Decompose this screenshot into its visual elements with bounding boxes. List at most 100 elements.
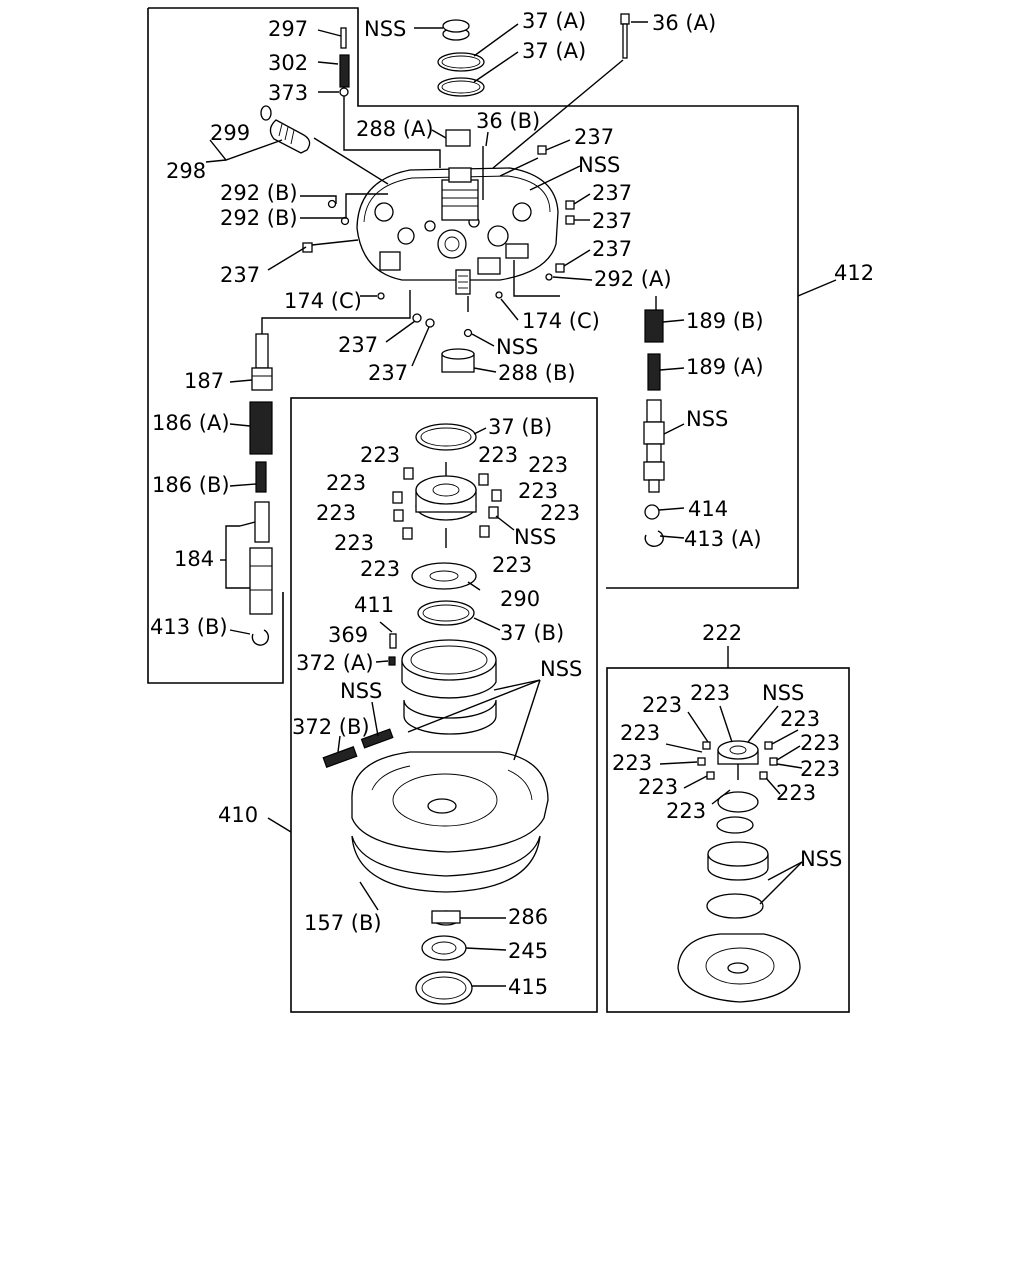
seal-ring-37a [437, 52, 485, 97]
seal-245 [421, 935, 467, 961]
label-37a-1: 37 (A) [522, 9, 586, 33]
label-373: 373 [268, 81, 308, 105]
bolt-36a [620, 13, 630, 59]
leader-lines [205, 21, 803, 987]
label-411: 411 [354, 593, 394, 617]
callout-labels: 297 302 373 NSS 37 (A) 37 (A) 36 (A) 299… [150, 9, 874, 999]
label-223-i: 223 [360, 557, 400, 581]
label-237-2: 237 [592, 181, 632, 205]
label-37b-2: 37 (B) [500, 621, 564, 645]
spring-186a [249, 401, 273, 455]
label-414: 414 [688, 497, 728, 521]
label-r223-e: 223 [800, 731, 840, 755]
label-299: 299 [210, 121, 250, 145]
pin-369 [389, 633, 397, 649]
label-297: 297 [268, 17, 308, 41]
label-223-c: 223 [528, 453, 568, 477]
label-288a: 288 (A) [356, 117, 434, 141]
label-237-7: 237 [368, 361, 408, 385]
label-298: 298 [166, 159, 206, 183]
rotor-assembly [415, 475, 477, 521]
label-412: 412 [834, 261, 874, 285]
label-186b: 186 (B) [152, 473, 230, 497]
label-189a: 189 (A) [686, 355, 764, 379]
label-369: 369 [328, 623, 368, 647]
label-nss-cover: NSS [540, 657, 582, 681]
label-223-g: 223 [540, 501, 580, 525]
ring-222 [717, 791, 759, 813]
label-286: 286 [508, 905, 548, 929]
label-223-a: 223 [360, 443, 400, 467]
label-r-nss-b: NSS [800, 847, 842, 871]
label-223-h: 223 [334, 531, 374, 555]
snap-ring-415 [415, 971, 473, 1005]
label-36b: 36 (B) [476, 109, 540, 133]
slide-411 [401, 639, 497, 735]
label-372a: 372 (A) [296, 651, 374, 675]
ball-373 [339, 87, 349, 97]
plug-414 [644, 504, 660, 520]
label-415: 415 [508, 975, 548, 999]
valve-184 [249, 501, 273, 615]
spring-189a [647, 353, 661, 391]
label-nss-mid: NSS [496, 335, 538, 359]
label-157b: 157 (B) [304, 911, 382, 935]
spring-189b [644, 309, 664, 343]
label-292a: 292 (A) [594, 267, 672, 291]
label-372b: 372 (B) [292, 715, 370, 739]
label-237-4: 237 [592, 237, 632, 261]
label-nss-top: NSS [364, 17, 406, 41]
label-r-nss-a: NSS [762, 681, 804, 705]
label-189b: 189 (B) [686, 309, 764, 333]
balls-292 [327, 199, 553, 338]
label-223-d: 223 [326, 471, 366, 495]
label-302: 302 [268, 51, 308, 75]
label-nss-rotor: NSS [514, 525, 556, 549]
vanes-223 [392, 467, 502, 540]
slide-222 [706, 841, 769, 919]
label-237-3: 237 [592, 209, 632, 233]
label-413a: 413 (A) [684, 527, 762, 551]
label-223-e: 223 [518, 479, 558, 503]
label-nss-spring: NSS [340, 679, 382, 703]
label-292b-2: 292 (B) [220, 206, 298, 230]
label-288b: 288 (B) [498, 361, 576, 385]
label-174c-1: 174 (C) [284, 289, 362, 313]
label-r223-c: 223 [780, 707, 820, 731]
label-r223-i: 223 [776, 781, 816, 805]
snap-ring-413a [644, 530, 664, 547]
oil-pump-housing [356, 129, 559, 295]
label-nss-valve: NSS [686, 407, 728, 431]
label-r223-b: 223 [690, 681, 730, 705]
label-237-1: 237 [574, 125, 614, 149]
seal-nss-top [442, 19, 470, 41]
label-223-b: 223 [478, 443, 518, 467]
label-237-6: 237 [338, 333, 378, 357]
seal-ring-222 [716, 816, 754, 834]
frame-412 [147, 7, 837, 684]
valve-nss-right [643, 399, 665, 493]
label-r223-f: 223 [612, 751, 652, 775]
label-r223-g: 223 [800, 757, 840, 781]
seal-ring-37b-upper [415, 423, 477, 451]
label-290: 290 [500, 587, 540, 611]
label-410: 410 [218, 803, 258, 827]
spring-302 [339, 54, 350, 88]
label-413b: 413 (B) [150, 615, 228, 639]
valve-187 [251, 333, 273, 391]
pump-cover-410 [351, 751, 549, 853]
label-222: 222 [702, 621, 742, 645]
ring-290 [411, 562, 477, 590]
spring-372a [388, 656, 396, 666]
label-37b-1: 37 (B) [488, 415, 552, 439]
spring-186b [255, 461, 267, 493]
seal-157b [351, 835, 541, 893]
label-223-f: 223 [316, 501, 356, 525]
label-37a-2: 37 (A) [522, 39, 586, 63]
filter-299-298 [260, 105, 311, 154]
rotor-assembly-222 [697, 740, 778, 780]
label-237-5: 237 [220, 263, 260, 287]
pump-cover-222 [677, 933, 801, 1003]
label-245: 245 [508, 939, 548, 963]
